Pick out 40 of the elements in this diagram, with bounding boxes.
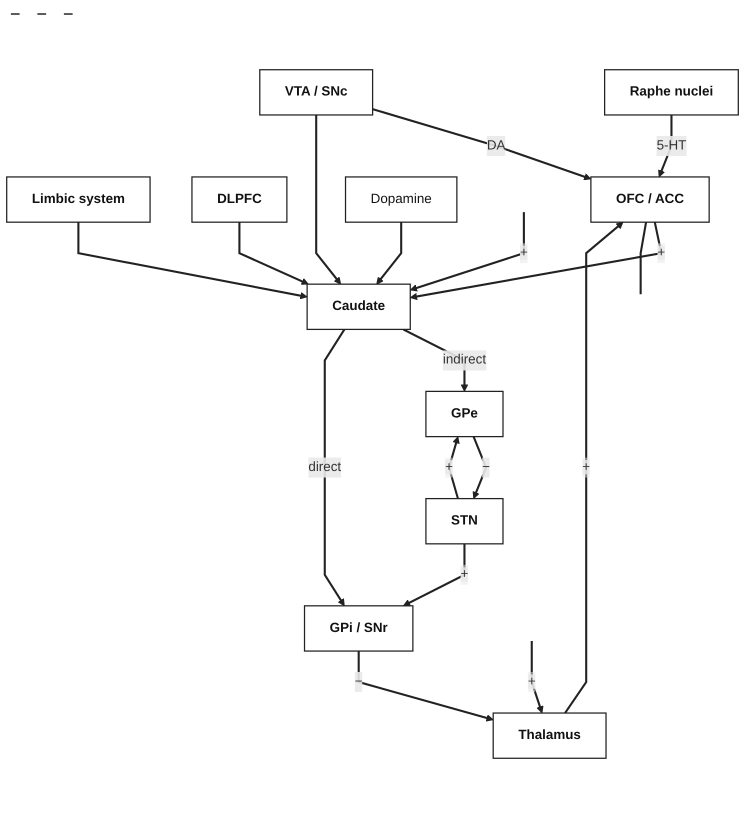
edge-label: indirect xyxy=(442,352,486,368)
edge-label: + xyxy=(528,674,536,689)
arrow xyxy=(372,108,592,180)
arrow xyxy=(564,222,624,714)
arrow xyxy=(358,651,494,722)
arrow xyxy=(530,641,544,714)
edge-label: + xyxy=(460,567,468,582)
edge-label: + xyxy=(582,460,590,474)
node-box: GPe xyxy=(425,390,504,438)
node-box: STN xyxy=(425,498,504,544)
edge-label: + xyxy=(657,246,666,260)
arrow xyxy=(315,114,342,284)
connector xyxy=(640,222,648,294)
edge-label: − xyxy=(482,460,490,474)
arrow xyxy=(402,544,466,606)
node-box: VTA / SNc xyxy=(259,69,374,116)
edge-label: + xyxy=(445,460,453,474)
arrow xyxy=(410,222,663,300)
sign-label: − xyxy=(63,4,74,25)
edge-label: DA xyxy=(486,138,506,153)
node-box: Raphe nuclei xyxy=(604,69,739,116)
arrow xyxy=(324,328,346,606)
arrow xyxy=(376,222,402,284)
edge-label: + xyxy=(520,246,528,260)
node-box: DLPFC xyxy=(191,176,288,223)
node-box: Caudate xyxy=(306,284,411,330)
arrow xyxy=(238,222,309,285)
arrow xyxy=(410,212,525,292)
sign-label: − xyxy=(36,4,48,25)
node-box: Dopamine xyxy=(344,176,458,223)
edge-label: 5-HT xyxy=(656,138,686,153)
node-box: Thalamus xyxy=(492,712,607,759)
sign-label: − xyxy=(10,4,21,25)
node-box: Limbic system xyxy=(6,176,151,223)
arrow xyxy=(77,222,308,300)
edge-label: − xyxy=(354,674,363,689)
node-box: OFC / ACC xyxy=(590,176,710,223)
edge-label: direct xyxy=(308,460,342,474)
node-box: GPi / SNr xyxy=(304,605,414,652)
arrow xyxy=(448,436,460,499)
